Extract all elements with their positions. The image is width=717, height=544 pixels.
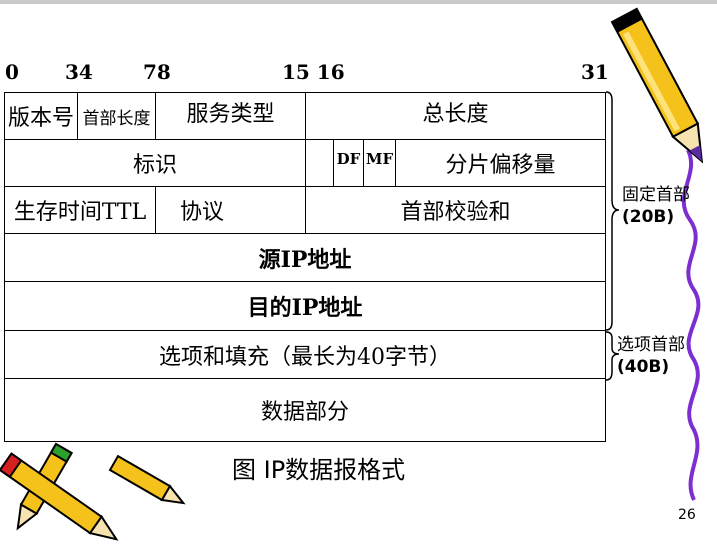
field-checksum: 首部校验和 (305, 186, 606, 234)
field-df: DF (333, 139, 364, 187)
bit-label-1516: 15 16 (282, 60, 345, 84)
bit-label-0: 0 (5, 60, 19, 84)
field-reserved-bit (305, 139, 334, 187)
field-fragment-offset: 分片偏移量 (395, 139, 606, 187)
fixed-header-brace (606, 92, 619, 330)
bit-label-31: 31 (581, 60, 609, 84)
bit-label-78: 78 (143, 60, 171, 84)
ip-header-diagram: 版本号 首部长度 服务类型 总长度 标识 DF MF 分片偏移量 生存时间TTL… (4, 92, 606, 442)
field-service-type: 服务类型 (155, 92, 306, 140)
field-destination-ip: 目的IP地址 (4, 281, 606, 331)
pencil-icon-bottom-3 (110, 456, 187, 510)
figure-caption: 图 IP数据报格式 (232, 450, 405, 485)
fixed-header-label-line2: (20B) (622, 206, 690, 228)
pencil-icon-top (612, 9, 714, 168)
field-header-length: 首部长度 (77, 92, 156, 140)
field-mf: MF (363, 139, 396, 187)
field-source-ip: 源IP地址 (4, 233, 606, 282)
option-header-label-line2: (40B) (617, 356, 685, 378)
field-ttl: 生存时间TTL (4, 186, 156, 234)
fixed-header-label-line1: 固定首部 (622, 184, 690, 206)
option-header-label: 选项首部 (40B) (617, 334, 685, 378)
field-options-padding: 选项和填充（最长为40字节） (4, 330, 606, 379)
fixed-header-label: 固定首部 (20B) (622, 184, 690, 228)
bit-label-34: 34 (65, 60, 93, 84)
field-data: 数据部分 (4, 378, 606, 442)
field-protocol: 协议 (155, 186, 306, 234)
field-total-length: 总长度 (305, 92, 606, 140)
option-header-label-line1: 选项首部 (617, 334, 685, 356)
field-identification: 标识 (4, 139, 306, 187)
field-version: 版本号 (4, 92, 78, 140)
page-number: 26 (678, 507, 696, 523)
